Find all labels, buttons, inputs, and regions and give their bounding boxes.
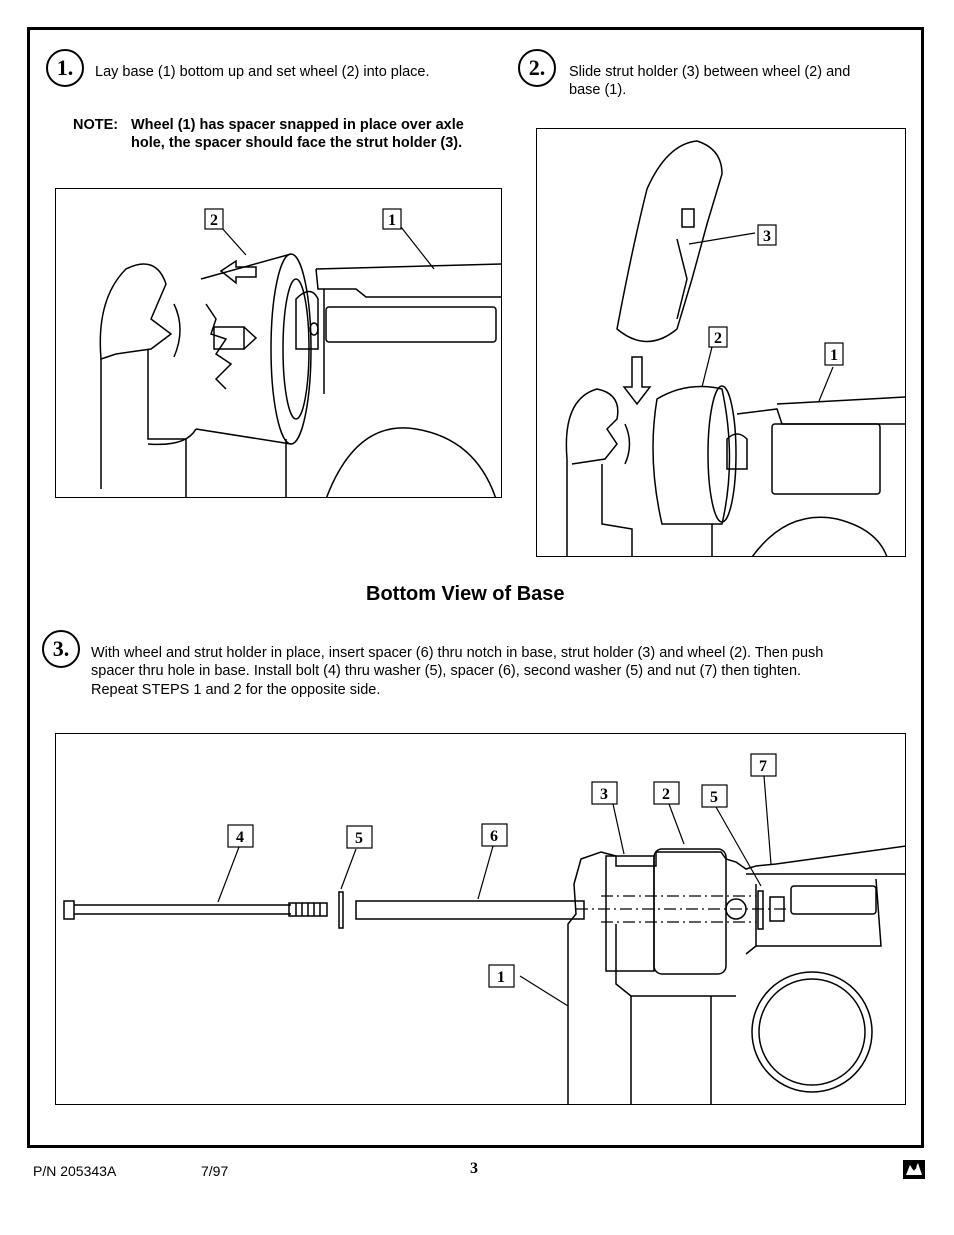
callout-7: 7 <box>759 758 767 775</box>
figure-step-2-drawing: 3 2 1 <box>565 140 905 556</box>
figure-step-3-drawing: 7 3 2 5 4 5 6 1 <box>63 753 905 1104</box>
callout-4: 4 <box>236 829 244 846</box>
callout-3: 3 <box>600 786 608 803</box>
figure-step-1-drawing: 2 1 <box>99 208 501 497</box>
step-2-text-line-1: Slide strut holder (3) between wheel (2)… <box>569 64 851 80</box>
callout-5-left: 5 <box>355 830 363 847</box>
callout-1: 1 <box>388 212 396 229</box>
callout-5-right: 5 <box>710 789 718 806</box>
figure-step-2: 3 2 1 <box>536 128 906 557</box>
step-3-text-line-3: Repeat STEPS 1 and 2 for the opposite si… <box>91 682 381 698</box>
note-line-2: hole, the spacer should face the strut h… <box>131 135 463 151</box>
step-1-number: 1. <box>46 49 84 87</box>
callout-2: 2 <box>714 330 722 347</box>
callout-1: 1 <box>497 969 505 986</box>
page-frame <box>27 27 924 1148</box>
callout-2: 2 <box>662 786 670 803</box>
part-number: P/N 205343A <box>33 1163 117 1179</box>
step-3-text-line-2: spacer thru hole in base. Install bolt (… <box>91 663 802 679</box>
callout-2: 2 <box>210 212 218 229</box>
step-2-number: 2. <box>518 49 556 87</box>
callout-1: 1 <box>830 347 838 364</box>
callout-3: 3 <box>763 228 771 245</box>
note-line-1: Wheel (1) has spacer snapped in place ov… <box>131 117 464 133</box>
page-number: 3 <box>470 1160 478 1177</box>
step-1-text: Lay base (1) bottom up and set wheel (2)… <box>95 64 430 80</box>
step-2-text-line-2: base (1). <box>569 82 627 98</box>
figure-step-3: 7 3 2 5 4 5 6 1 <box>55 733 906 1105</box>
section-heading: Bottom View of Base <box>366 583 565 605</box>
note-label: NOTE: <box>73 117 119 133</box>
step-3-text-line-1: With wheel and strut holder in place, in… <box>91 645 824 661</box>
logo-icon <box>902 1157 926 1181</box>
step-3-number: 3. <box>42 630 80 668</box>
figure-step-1: 2 1 <box>55 188 502 498</box>
callout-6: 6 <box>490 828 498 845</box>
revision-date: 7/97 <box>201 1163 229 1179</box>
